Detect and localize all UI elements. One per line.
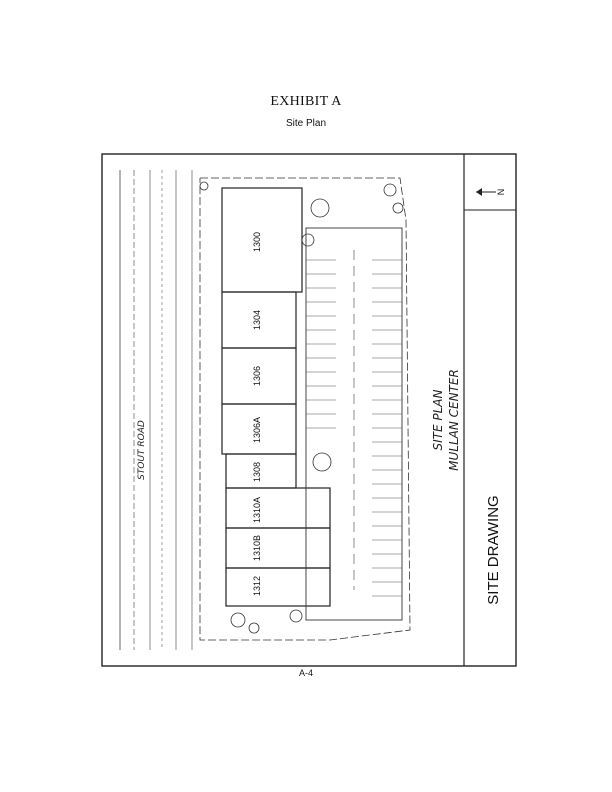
site-drawing-title: SITE DRAWING [485, 495, 502, 604]
handwritten-site-plan: SITE PLAN [431, 389, 445, 450]
handwritten-center-name: MULLAN CENTER [447, 369, 461, 471]
site-plan-drawing: 1300 1304 1306 1306A 1308 1310A 1310B 13… [100, 150, 518, 670]
page-number: A-4 [298, 668, 313, 678]
unit-label-1310a: 1310A [252, 497, 262, 523]
unit-label-1306: 1306 [252, 366, 262, 386]
exhibit-title: EXHIBIT A [270, 94, 342, 109]
unit-label-1310b: 1310B [252, 535, 262, 561]
unit-label-1304: 1304 [252, 310, 262, 330]
unit-label-1312: 1312 [252, 576, 262, 596]
road-label: STOUT ROAD [137, 420, 147, 480]
site-plan-svg: 1300 1304 1306 1306A 1308 1310A 1310B 13… [101, 153, 517, 667]
north-arrow-icon: N [476, 188, 506, 196]
unit-label-1308: 1308 [252, 462, 262, 482]
unit-label-1306a: 1306A [252, 417, 262, 443]
exhibit-subtitle: Site Plan [285, 118, 327, 129]
unit-label-1300: 1300 [252, 232, 262, 252]
north-label: N [496, 189, 506, 196]
